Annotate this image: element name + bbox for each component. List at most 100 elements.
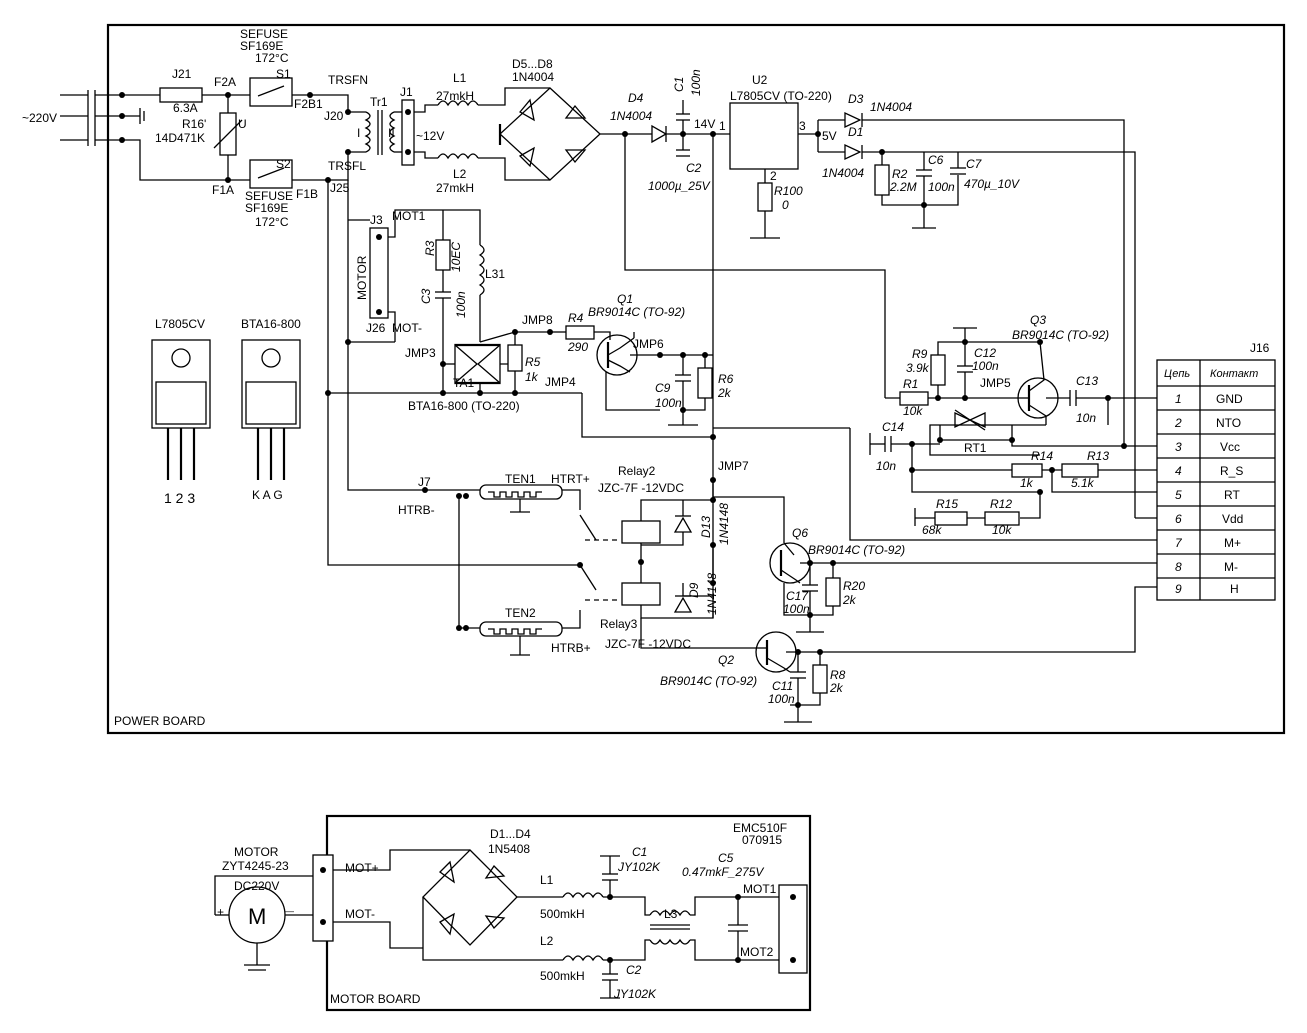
label-s1: S1	[276, 67, 291, 81]
label-r100-value: 0	[782, 198, 789, 212]
label-l1-value: 27mkH	[436, 89, 474, 103]
label-m-c5-value: 0.47mkF_275V	[682, 865, 764, 879]
label-q2-value: BR9014C (TO-92)	[660, 674, 757, 688]
label-pkg-l7805cv-pins: 1 2 3	[164, 490, 195, 506]
label-c13-value: 10n	[1076, 411, 1096, 425]
label-temp-1: 172°C	[255, 51, 289, 65]
label-m-minus: —	[285, 906, 294, 916]
label-d3-value: 1N4004	[870, 100, 912, 114]
label-j7: J7	[418, 475, 431, 489]
label-m-l3: L3	[664, 907, 678, 921]
label-secondary: II	[388, 126, 395, 140]
label-m-c1-value: JY102K	[617, 860, 661, 874]
label-d1-value: 1N4004	[822, 166, 864, 180]
label-c3-value: 100n	[454, 291, 468, 318]
label-jmp8: JMP8	[522, 313, 553, 327]
label-c11: C11	[772, 679, 793, 693]
motor-symbol	[214, 854, 334, 971]
label-c17-value: 100n	[783, 602, 810, 616]
bridge-d5-d8	[498, 87, 625, 181]
label-r5-value: 1k	[525, 370, 539, 384]
label-c17: C17	[786, 589, 809, 603]
label-d1-d4: D1...D4	[490, 827, 531, 841]
label-m-symbol: M	[248, 904, 266, 929]
label-r12-value: 10k	[992, 523, 1012, 537]
label-tr1: Tr1	[370, 95, 388, 109]
j16-row2-name: NTO	[1216, 416, 1241, 430]
label-q3-value: BR9014C (TO-92)	[1012, 328, 1109, 342]
label-sf169e-1: SF169E	[240, 39, 283, 53]
label-r13-value: 5.1k	[1071, 476, 1095, 490]
label-m-dc: DC220V	[234, 879, 279, 893]
label-m-l2-value: 500mkH	[540, 969, 585, 983]
label-j3: J3	[370, 213, 383, 227]
motor-connector-j3	[369, 209, 485, 393]
label-pkg-bta16-pins: K A G	[252, 488, 283, 502]
label-jmp6: JMP6	[633, 337, 664, 351]
j16-title: J16	[1250, 341, 1270, 355]
label-j25: J25	[330, 181, 350, 195]
label-sefuse-2: SEFUSE	[245, 189, 293, 203]
thermal-fuse-s1	[249, 77, 293, 107]
label-f1b: F1B	[296, 187, 318, 201]
label-c6: C6	[928, 153, 944, 167]
triac-ta1	[440, 329, 553, 396]
label-ta1: TA1	[453, 376, 474, 390]
label-r15-value: 68k	[922, 523, 942, 537]
label-d5-d8-value: 1N4004	[512, 70, 554, 84]
motor-bridge-d1-d4	[333, 849, 563, 961]
j16-row8-name: M-	[1224, 560, 1238, 574]
j16-row7-n: 7	[1175, 536, 1183, 550]
label-r14-value: 1k	[1020, 476, 1034, 490]
label-c2-value: 1000µ_25V	[648, 179, 711, 193]
label-jmp4: JMP4	[545, 375, 576, 389]
j16-col2: Контакт	[1210, 368, 1258, 380]
j16-row4-n: 4	[1175, 464, 1182, 478]
label-c14-value: 10n	[876, 459, 896, 473]
label-q1: Q1	[617, 292, 633, 306]
j16-row5-n: 5	[1175, 488, 1182, 502]
label-sefuse-1: SEFUSE	[240, 27, 288, 41]
label-htrb-plus: HTRB+	[551, 641, 591, 655]
label-r1-value: 10k	[903, 404, 923, 418]
label-pin3: 3	[799, 119, 806, 133]
label-jmp7: JMP7	[718, 459, 749, 473]
label-c1-value: 100n	[689, 69, 703, 96]
label-r2: R2	[892, 167, 908, 181]
line-wiring	[122, 77, 582, 566]
j16-row6-n: 6	[1175, 512, 1182, 526]
label-r1: R1	[903, 377, 918, 391]
j16-col1: Цепь	[1164, 368, 1190, 380]
j16-connector-table	[1156, 359, 1276, 601]
label-m-c5: C5	[718, 851, 734, 865]
label-j26: J26	[366, 321, 386, 335]
label-j20: J20	[324, 109, 344, 123]
label-r6-value: 2k	[717, 386, 732, 400]
label-q3: Q3	[1030, 313, 1046, 327]
label-c14: C14	[882, 420, 904, 434]
label-d9: D9	[687, 582, 701, 598]
label-u2: U2	[752, 73, 768, 87]
label-r13: R13	[1087, 449, 1109, 463]
label-d5-d8: D5...D8	[512, 57, 553, 71]
label-l2: L2	[453, 167, 467, 181]
label-r8: R8	[830, 668, 846, 682]
connector-j1	[401, 99, 415, 166]
sensor-section	[713, 327, 1157, 541]
label-14v: 14V	[694, 117, 715, 131]
label-rt1: RT1	[964, 441, 987, 455]
label-s2: S2	[276, 157, 291, 171]
label-motor: MOTOR	[355, 255, 369, 300]
label-l31: L31	[485, 267, 505, 281]
label-relay2: Relay2	[618, 464, 656, 478]
label-pin1: 1	[719, 119, 726, 133]
label-c1: C1	[672, 77, 686, 92]
label-r12: R12	[990, 497, 1012, 511]
label-r8-value: 2k	[829, 681, 844, 695]
j16-row9-name: H	[1230, 582, 1239, 596]
label-j1: J1	[400, 85, 413, 99]
label-c12-value: 100n	[972, 359, 999, 373]
transistor-q6	[769, 542, 1157, 633]
regulator-u2	[729, 102, 818, 239]
label-relay2-value: JZC-7F -12VDC	[598, 481, 684, 495]
